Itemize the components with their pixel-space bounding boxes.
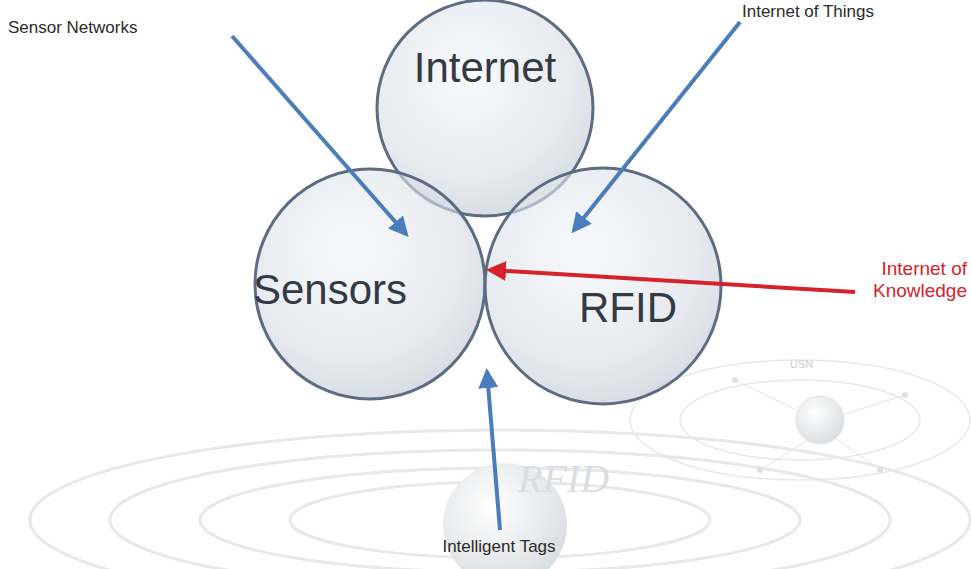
circle-label: Internet [414, 44, 556, 92]
small-sphere [796, 396, 844, 444]
swirl-lines [30, 360, 970, 569]
watermark: RFID [518, 456, 609, 502]
network-dots [732, 377, 908, 473]
leader-arrow [232, 36, 406, 234]
leader-arrow [487, 372, 500, 530]
watermark: USN [790, 358, 813, 371]
venn-circle: Sensors [253, 167, 487, 401]
leader-arrow [574, 22, 740, 230]
circle-label: Sensors [253, 266, 407, 314]
callout-label: Internet of Things [742, 2, 874, 22]
network-links [735, 380, 905, 470]
venn-circle: RFID [483, 166, 723, 406]
circle-label: RFID [579, 284, 677, 332]
callout-label: Sensor Networks [8, 18, 137, 38]
callout-label: Intelligent Tags [442, 537, 555, 557]
leader-arrow [490, 270, 855, 292]
circle-shape [485, 168, 721, 404]
callout-label-highlight: Internet of Knowledge [855, 258, 967, 302]
